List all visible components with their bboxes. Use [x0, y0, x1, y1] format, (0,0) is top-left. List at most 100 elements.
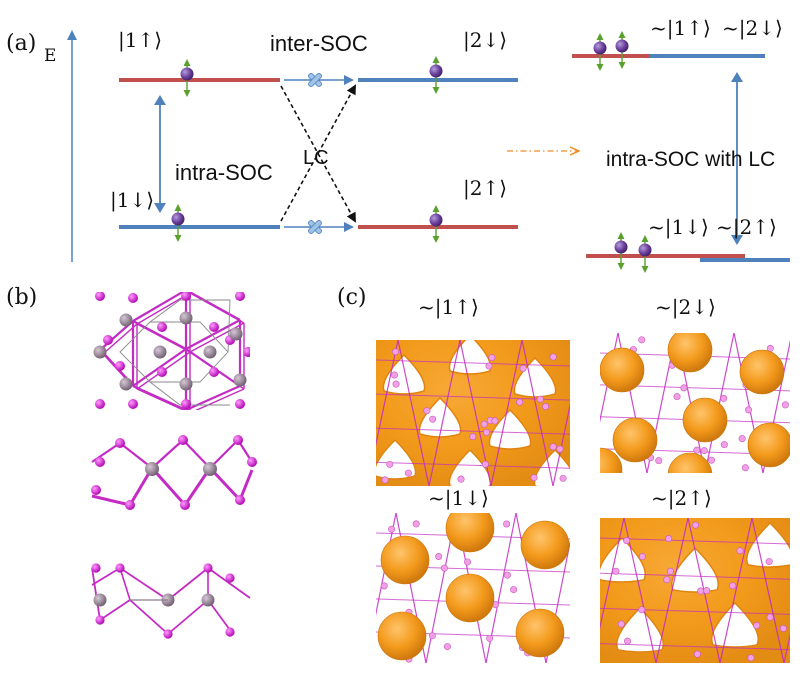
- mixed-ket-2-up: ~|2↑⟩: [716, 215, 777, 239]
- orbital-lobe: [377, 611, 427, 661]
- inter-soc-label: inter-SOC: [270, 31, 368, 56]
- density-plot-2-down: [600, 333, 790, 473]
- lc-arrow-down: [280, 85, 356, 223]
- metal-atom: [203, 345, 217, 359]
- small-atom: [483, 428, 491, 436]
- metal-atom: [119, 313, 133, 327]
- chalcogen-atom: [235, 292, 245, 301]
- ket-1-down: |1↓⟩: [110, 188, 155, 212]
- chalcogen-atom: [157, 367, 167, 377]
- density-hole: [600, 536, 646, 583]
- chalcogen-atom: [181, 399, 191, 409]
- top-view-structure: [93, 292, 250, 410]
- small-atom: [638, 553, 646, 561]
- small-atom: [390, 371, 398, 379]
- small-atom: [612, 567, 620, 575]
- charge-density-panel: [376, 333, 790, 663]
- orbital-lobe: [380, 535, 430, 585]
- density-hole: [671, 546, 719, 593]
- metal-atom: [233, 373, 247, 387]
- orbital-lobe: [612, 417, 658, 463]
- density-hole: [488, 408, 532, 450]
- mixed-level-bottom: [586, 254, 790, 262]
- metal-atom: [201, 593, 215, 607]
- orbital-lobe: [445, 573, 495, 623]
- small-atom: [663, 576, 671, 584]
- small-atom: [488, 354, 496, 362]
- orbital-label-2-down: ~|2↓⟩: [655, 295, 716, 319]
- intra-soc-label: intra-SOC: [175, 160, 273, 185]
- orbital-label-2-up: ~|2↑⟩: [651, 486, 712, 510]
- metal-atom: [179, 377, 193, 391]
- small-atom: [519, 364, 527, 372]
- small-atom: [766, 613, 774, 621]
- cross-icon: [308, 73, 322, 87]
- small-atom: [720, 441, 728, 449]
- chalcogen-atom: [95, 399, 105, 409]
- small-atom: [781, 401, 789, 409]
- chalcogen-atom: [243, 347, 250, 357]
- side-view-structure-2: [91, 563, 251, 639]
- small-atom: [491, 417, 499, 425]
- intra-soc-lc-label: intra-SOC with LC: [606, 148, 776, 171]
- chalcogen-atom: [178, 435, 188, 445]
- electrons: [171, 31, 652, 273]
- small-atom: [703, 587, 711, 595]
- electron: [593, 33, 607, 71]
- small-atom: [753, 622, 761, 630]
- small-atom: [693, 446, 701, 454]
- chalcogen-atom: [209, 367, 219, 377]
- chalcogen-atom: [225, 627, 235, 637]
- electron: [171, 204, 185, 242]
- chalcogen-atom: [163, 629, 173, 639]
- small-atom: [516, 398, 524, 406]
- electron: [180, 59, 194, 97]
- metal-atom: [93, 593, 107, 607]
- small-atom: [693, 650, 701, 658]
- metal-atom: [119, 377, 133, 391]
- cross-icon: [308, 220, 322, 234]
- metal-atom: [203, 462, 217, 476]
- small-atom: [392, 348, 400, 356]
- small-atom: [503, 520, 511, 528]
- orbital-lobe: [667, 333, 713, 373]
- electron: [429, 205, 443, 243]
- small-atom: [708, 456, 716, 464]
- chalcogen-atom: [91, 485, 101, 495]
- small-atom: [745, 406, 753, 414]
- orbital-lobe: [515, 608, 565, 658]
- small-atom: [738, 435, 746, 443]
- orbital-lobe: [747, 422, 790, 468]
- density-hole: [746, 521, 790, 568]
- metal-atom: [179, 311, 193, 325]
- ket-1-up: |1↑⟩: [118, 28, 163, 52]
- orbital-label-1-down: ~|1↓⟩: [428, 486, 489, 510]
- intra-soc-arrow: [154, 95, 166, 213]
- small-atom: [559, 474, 567, 482]
- small-atom: [412, 520, 420, 528]
- small-atom: [536, 395, 544, 403]
- density-plot-2-up: [600, 518, 790, 663]
- small-atom: [542, 403, 550, 411]
- orbital-lobe: [600, 447, 623, 473]
- small-atom: [443, 643, 451, 651]
- electron: [429, 56, 443, 94]
- small-atom: [404, 469, 412, 477]
- density-hole: [376, 438, 417, 480]
- small-atom: [638, 336, 646, 344]
- metal-atom: [93, 345, 107, 359]
- mixed-ket-2-down: ~|2↓⟩: [722, 16, 783, 40]
- orbital-lobe: [667, 452, 713, 473]
- small-atom: [549, 443, 557, 451]
- small-atom: [486, 634, 494, 642]
- chalcogen-atom: [115, 361, 125, 371]
- electron: [638, 235, 652, 273]
- small-atom: [729, 582, 737, 590]
- small-atom: [697, 587, 705, 595]
- small-atom: [741, 464, 749, 472]
- chalcogen-atom: [203, 563, 213, 573]
- small-atom: [549, 353, 557, 361]
- electron: [615, 31, 629, 69]
- mixed-ket-1-down: ~|1↓⟩: [648, 215, 709, 239]
